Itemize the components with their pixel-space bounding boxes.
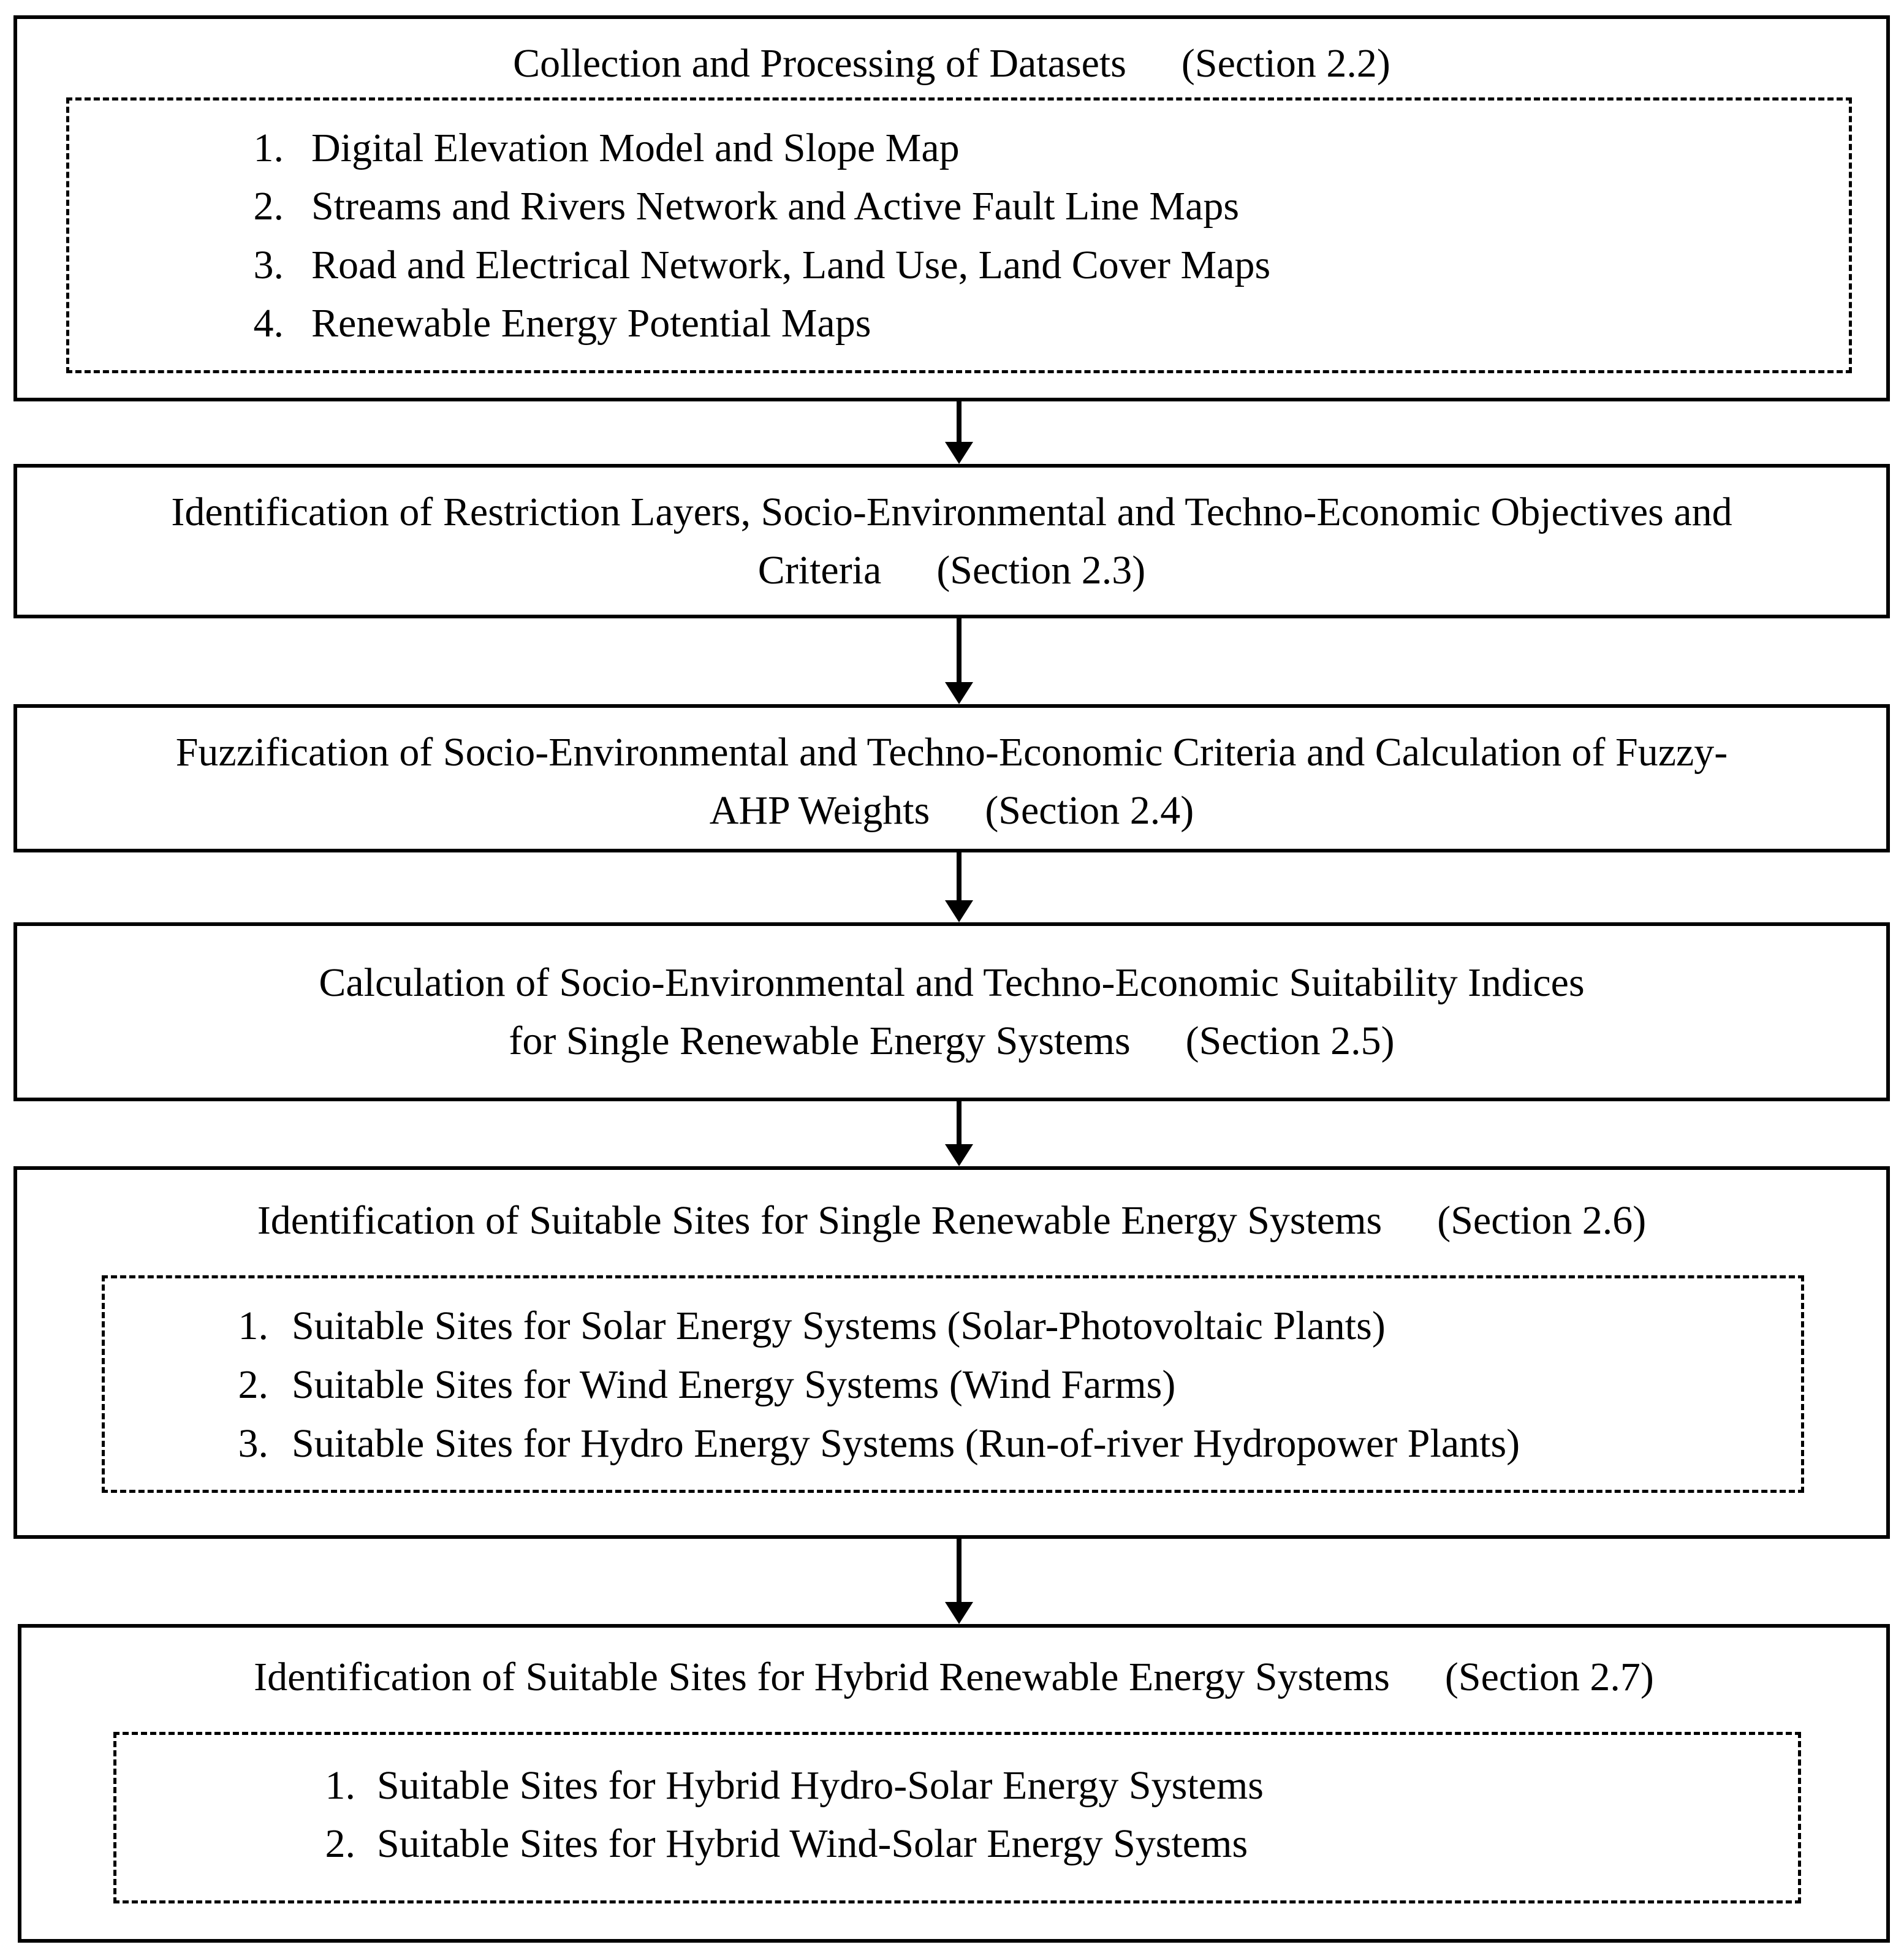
section-ref: (Section 2.6): [1437, 1198, 1647, 1243]
step-title-row: Identification of Suitable Sites for Sin…: [17, 1201, 1886, 1241]
arrow-connector: [945, 852, 973, 922]
arrow-connector: [945, 401, 973, 464]
step-title: for Single Renewable Energy Systems: [509, 1019, 1131, 1063]
step-title: Criteria: [757, 548, 882, 593]
section-ref: (Section 2.2): [1181, 41, 1390, 86]
section-ref: (Section 2.5): [1185, 1019, 1395, 1063]
arrow-connector: [945, 618, 973, 704]
step-hybrid-sites: Identification of Suitable Sites for Hyb…: [18, 1624, 1890, 1943]
step-title: Identification of Suitable Sites for Sin…: [257, 1198, 1382, 1243]
dataset-list-group: [66, 97, 1852, 373]
list-item: Suitable Sites for Solar Energy Systems …: [292, 1303, 1386, 1348]
list-item: Road and Electrical Network, Land Use, L…: [311, 243, 1271, 287]
step-title: Collection and Processing of Datasets: [513, 41, 1126, 86]
step-single-sites: Identification of Suitable Sites for Sin…: [13, 1166, 1890, 1539]
section-ref: (Section 2.7): [1444, 1655, 1654, 1699]
step-fuzzification: Fuzzification of Socio-Environmental and…: [13, 704, 1890, 852]
step-title-line-2: AHP Weights (Section 2.4): [17, 791, 1886, 831]
list-number: 3.: [238, 1421, 269, 1466]
step-suitability-indices: Calculation of Socio-Environmental and T…: [13, 922, 1890, 1101]
list-number: 4.: [253, 301, 284, 346]
hybrid-sites-list-group: [113, 1732, 1801, 1903]
single-sites-list-group: [102, 1275, 1804, 1493]
step-identification-restrictions: Identification of Restriction Layers, So…: [13, 464, 1890, 618]
list-number: 3.: [253, 243, 284, 287]
section-ref: (Section 2.4): [985, 788, 1194, 833]
step-title-line-2: for Single Renewable Energy Systems (Sect…: [17, 1021, 1886, 1061]
list-number: 2.: [238, 1362, 269, 1407]
list-item: Suitable Sites for Wind Energy Systems (…: [292, 1362, 1176, 1407]
step-title-line-1: Calculation of Socio-Environmental and T…: [319, 960, 1585, 1005]
list-item: Renewable Energy Potential Maps: [311, 301, 871, 346]
arrow-connector: [945, 1539, 973, 1624]
arrow-connector: [945, 1101, 973, 1166]
list-number: 2.: [253, 184, 284, 229]
step-title-line-1: Identification of Restriction Layers, So…: [171, 490, 1732, 534]
step-title: AHP Weights: [709, 788, 930, 833]
list-number: 1.: [253, 126, 284, 170]
step-title-line-1: Fuzzification of Socio-Environmental and…: [175, 730, 1728, 775]
list-item: Suitable Sites for Hydro Energy Systems …: [292, 1421, 1520, 1466]
list-number: 2.: [325, 1821, 356, 1866]
step-title-row: Collection and Processing of Datasets (Se…: [17, 44, 1886, 84]
list-item: Digital Elevation Model and Slope Map: [311, 126, 960, 170]
list-item: Suitable Sites for Hybrid Wind-Solar Ene…: [377, 1821, 1248, 1866]
step-title: Identification of Suitable Sites for Hyb…: [254, 1655, 1390, 1699]
section-ref: (Section 2.3): [936, 548, 1146, 593]
list-item: Streams and Rivers Network and Active Fa…: [311, 184, 1240, 229]
step-title-row: Identification of Suitable Sites for Hyb…: [21, 1657, 1886, 1698]
list-number: 1.: [238, 1303, 269, 1348]
step-title-line-2: Criteria (Section 2.3): [17, 550, 1886, 591]
list-item: Suitable Sites for Hybrid Hydro-Solar En…: [377, 1763, 1264, 1808]
list-number: 1.: [325, 1763, 356, 1808]
step-collection-datasets: Collection and Processing of Datasets (Se…: [13, 15, 1890, 401]
